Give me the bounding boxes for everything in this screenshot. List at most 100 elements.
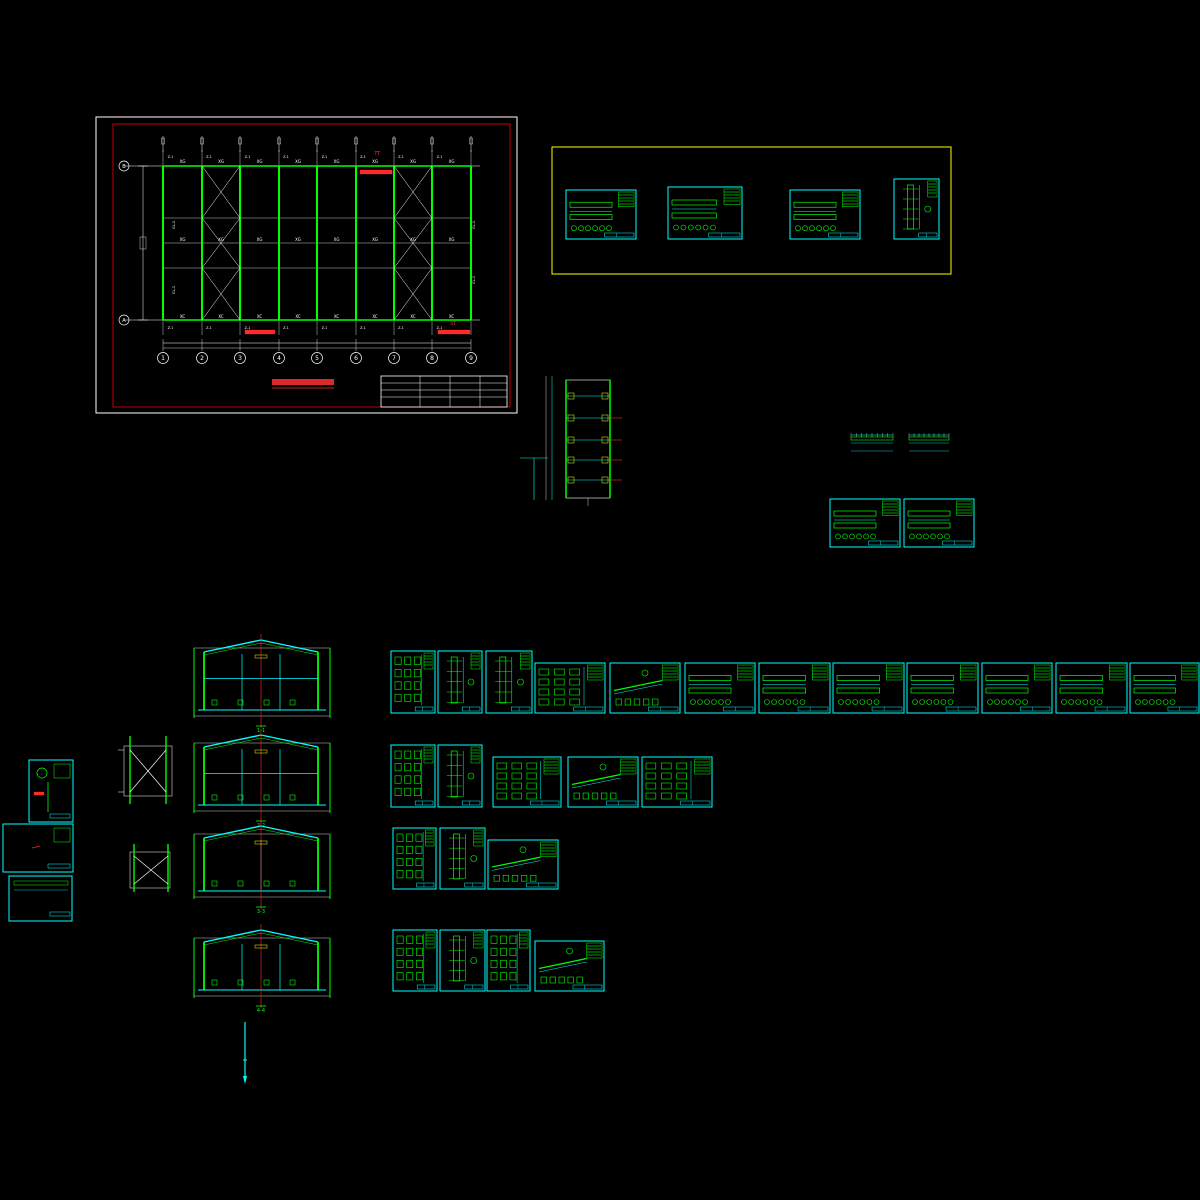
detail-sheet[interactable]	[390, 744, 436, 808]
detail-sheet-group-top[interactable]	[551, 146, 952, 275]
row-axis-bubble	[118, 160, 130, 172]
detail-sheet[interactable]	[981, 662, 1053, 714]
detail-sheet[interactable]	[641, 756, 713, 808]
detail-sheet[interactable]	[437, 744, 483, 808]
portal-frame[interactable]: 1-1	[193, 634, 331, 734]
bottom-section-line	[243, 1022, 247, 1084]
detail-sheet[interactable]	[390, 650, 436, 714]
row-axis-bubble	[118, 314, 130, 326]
column-tag: Z-1	[283, 155, 289, 159]
member-tag: XG	[334, 237, 340, 242]
column-tag: Z-1	[206, 326, 212, 330]
portal-frame[interactable]: 2-2	[193, 729, 331, 829]
detail-sheet-rows[interactable]	[390, 650, 1200, 992]
column-tag: Z-1	[245, 326, 251, 330]
column-tag: Z-1	[283, 326, 289, 330]
portal-frame[interactable]: 4-4	[193, 924, 331, 1014]
column-tag: Z-1	[437, 155, 443, 159]
purlin-strips[interactable]	[850, 433, 950, 452]
column-elevation-detail[interactable]	[520, 376, 622, 506]
member-tag: XG	[410, 237, 416, 242]
member-tag: XG	[449, 237, 455, 242]
detail-sheet[interactable]	[534, 662, 606, 714]
detail-sheet[interactable]	[392, 827, 437, 890]
member-tag: XC	[410, 314, 415, 319]
red-note: 7T	[374, 151, 381, 157]
detail-sheet[interactable]	[1055, 662, 1128, 714]
detail-sheet[interactable]	[684, 662, 756, 714]
detail-sheet[interactable]	[567, 756, 639, 808]
portal-frame-elevations[interactable]: 1-12-23-3 4-4	[193, 634, 331, 1014]
column-axis-label: 6	[354, 355, 358, 362]
column-tag: Z-1	[437, 326, 443, 330]
column-axis-label: 5	[315, 355, 319, 362]
column-tag: Z-1	[322, 155, 328, 159]
member-tag: XG	[449, 159, 455, 164]
detail-sheet[interactable]	[534, 940, 605, 992]
purlin-strip	[850, 433, 894, 452]
column-axis-bubble	[388, 352, 400, 364]
detail-sheet[interactable]	[392, 929, 438, 992]
plan-title-block	[380, 375, 508, 408]
sheet-row-4	[392, 929, 605, 992]
member-tag: XG	[410, 159, 416, 164]
section-mark: 4-4	[257, 1008, 265, 1014]
far-left-sheets[interactable]	[2, 759, 74, 922]
detail-sheet[interactable]	[609, 662, 681, 714]
detail-sheet[interactable]	[789, 189, 861, 240]
column-tag: Z-1	[398, 326, 404, 330]
red-note-bar	[359, 169, 393, 175]
detail-sheet[interactable]	[903, 498, 975, 548]
red-note-bar	[244, 329, 276, 335]
detail-sheet[interactable]	[486, 929, 531, 992]
detail-sheet[interactable]	[758, 662, 831, 714]
detail-sheet[interactable]	[492, 756, 562, 808]
member-tag: XC	[372, 314, 377, 319]
member-tag: XG	[295, 237, 301, 242]
detail-sheet[interactable]	[832, 662, 905, 714]
plan-title-label	[272, 379, 334, 385]
column-axis-bubble	[426, 352, 438, 364]
far-left-sheet	[2, 823, 74, 873]
sheet-row-3	[392, 827, 559, 890]
member-tag: XG	[180, 237, 186, 242]
row-axis-label: A	[122, 318, 126, 324]
bracing-details[interactable]	[118, 736, 173, 892]
member-tag: XC	[295, 314, 300, 319]
detail-sheet[interactable]	[893, 178, 940, 240]
detail-sheet[interactable]	[437, 650, 483, 714]
column-axis-bubble	[465, 352, 477, 364]
detail-sheet[interactable]	[487, 839, 559, 890]
roof-brace	[201, 217, 241, 269]
member-tag: XG	[180, 159, 186, 164]
member-tag: XG	[372, 159, 378, 164]
plan-sheet-frame	[95, 116, 518, 414]
column-tag: Z-1	[168, 155, 174, 159]
detail-sheet-pair[interactable]	[829, 498, 975, 548]
sheet-row-1	[390, 650, 1200, 714]
detail-sheet[interactable]	[667, 186, 743, 240]
member-tag: XG	[218, 159, 224, 164]
detail-sheet[interactable]	[439, 929, 486, 992]
detail-sheet[interactable]	[565, 189, 637, 240]
member-tag: XC	[218, 314, 223, 319]
detail-sheet[interactable]	[439, 827, 486, 890]
member-tag: XG	[334, 159, 340, 164]
column-axis-label: 1	[161, 355, 165, 362]
row-axis-label: B	[122, 164, 126, 170]
detail-sheet[interactable]	[485, 650, 533, 714]
detail-sheet[interactable]	[1129, 662, 1200, 714]
column-axis-label: 7	[392, 355, 396, 362]
left-dimension-text	[139, 236, 147, 250]
red-note: 3T	[450, 321, 457, 327]
portal-frame[interactable]: 3-3	[193, 820, 331, 915]
column-axis-bubble	[157, 352, 169, 364]
roof-brace	[393, 165, 433, 219]
column-tag: Z-1	[360, 326, 366, 330]
detail-sheet[interactable]	[906, 662, 979, 714]
column-axis-label: 4	[277, 355, 281, 362]
purlin-strip	[908, 433, 950, 452]
detail-sheet[interactable]	[829, 498, 901, 548]
